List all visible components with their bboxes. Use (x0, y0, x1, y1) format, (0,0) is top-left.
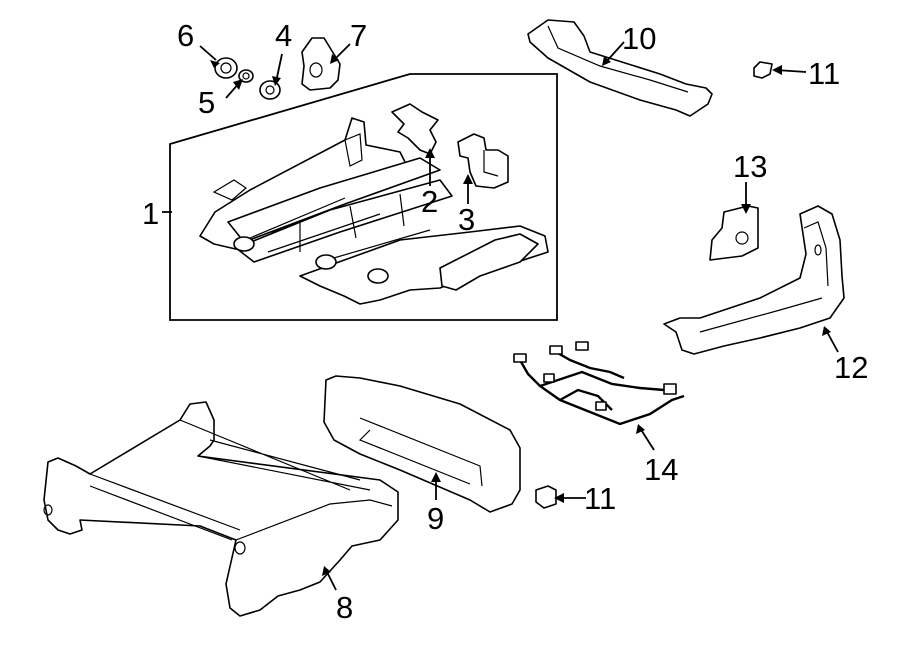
bracket-part-2 (391, 103, 439, 155)
cover-part-7 (301, 37, 341, 91)
callout-12: 12 (834, 350, 868, 385)
callout-4: 4 (275, 18, 292, 53)
callout-2: 2 (421, 184, 438, 219)
assembly-box (169, 73, 558, 321)
callout-labels: 1 2 3 4 5 6 7 8 9 10 11 11 12 13 14 (142, 18, 868, 625)
side-rail-part-12 (663, 205, 845, 355)
clip-part-11-bottom (535, 485, 557, 509)
callout-6: 6 (177, 18, 194, 53)
callout-14: 14 (644, 452, 678, 487)
callout-1: 1 (142, 196, 159, 231)
wiring-harness-part-14 (513, 341, 685, 426)
washer-part-5 (238, 69, 254, 83)
clip-part-11-top (753, 61, 773, 79)
callout-5: 5 (198, 85, 215, 120)
callout-11-top: 11 (808, 56, 840, 91)
seat-base-part-8 (43, 401, 399, 617)
clip-part-3 (457, 133, 509, 189)
callout-7: 7 (350, 18, 367, 53)
callout-9: 9 (427, 501, 444, 536)
seat-adjuster-frame-part (199, 117, 549, 305)
nut-part-4 (259, 80, 281, 100)
callout-10: 10 (622, 21, 656, 56)
arrowheads (210, 54, 831, 576)
callout-13: 13 (733, 149, 767, 184)
callout-3: 3 (458, 202, 475, 237)
bolt-part-6 (214, 57, 238, 79)
callout-8: 8 (336, 590, 353, 625)
trim-panel-part-9 (323, 375, 521, 513)
trim-part-13 (709, 205, 759, 261)
rail-part-10 (527, 19, 713, 117)
callout-11-bottom: 11 (584, 481, 616, 516)
